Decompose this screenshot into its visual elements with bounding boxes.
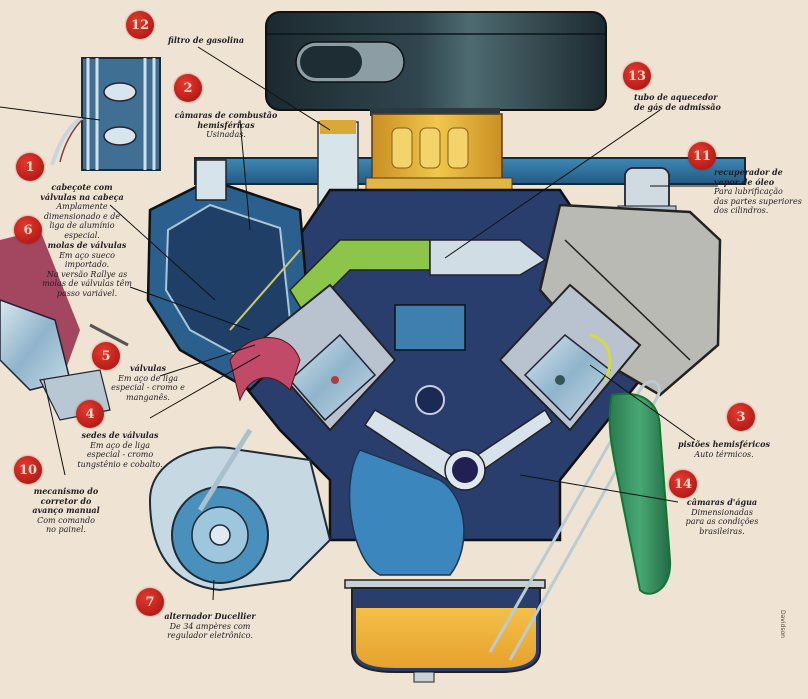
- label-description: dos cilindros.: [714, 206, 769, 215]
- label-description: Amplamente: [56, 202, 108, 211]
- crankshaft: [348, 408, 553, 576]
- label-title: alternador Ducellier: [164, 611, 256, 621]
- cylinder-right: [498, 283, 642, 432]
- callout-badge-10: 10: [14, 456, 42, 484]
- air-filter: [265, 11, 607, 116]
- callout-badge-7: 7: [136, 588, 164, 616]
- label-description: para as condições: [685, 517, 759, 526]
- callout-badge-5: 5: [92, 342, 120, 370]
- callout-badge-3: 3: [727, 403, 755, 431]
- label-title: pistões hemisféricos: [678, 439, 770, 449]
- callout-badge-2: 2: [174, 74, 202, 102]
- label-title: câmaras d'água: [686, 497, 758, 507]
- label-title: molas de válvulas: [47, 240, 127, 250]
- label-11-oil-vapor-recuperator: recuperador de vapor de óleo Para lubrif…: [714, 167, 808, 216]
- label-description: Usinadas.: [206, 130, 246, 139]
- label-description: passo variável.: [56, 288, 118, 298]
- label-description: liga de alumínio: [49, 221, 115, 230]
- label-description: especial - cromo e: [111, 383, 185, 392]
- label-description: brasileiras.: [699, 526, 745, 536]
- distributor: [0, 230, 129, 421]
- label-description: Na versão Rallye as: [46, 269, 128, 279]
- label-title: recuperador de: [714, 167, 783, 177]
- label-description: De 34 ampères com: [169, 621, 251, 631]
- label-description: regulador eletrônico.: [167, 631, 253, 640]
- label-title: mecanismo do: [33, 486, 99, 496]
- label-description: especial.: [64, 230, 100, 240]
- label-description: Para lubrificação: [714, 187, 783, 196]
- label-title: válvulas na cabeça: [40, 191, 124, 202]
- callout-badge-13: 13: [623, 62, 651, 90]
- label-description: tungstênio e cobalto.: [77, 459, 163, 469]
- label-5-valves: válvulas Em aço de liga especial - cromo…: [108, 363, 188, 402]
- label-4-valve-seats: sedes de válvulas Em aço de liga especia…: [70, 430, 170, 469]
- label-description: Em aço de liga: [118, 373, 178, 383]
- label-10-advance-mechanism: mecanismo do corretor do avanço manual C…: [28, 486, 104, 535]
- label-description: dimensionado e de: [43, 211, 121, 221]
- label-1-cylinder-head: cabeçote com válvulas na cabeça Amplamen…: [30, 182, 134, 240]
- cylinder-left: [229, 283, 397, 432]
- label-title: válvulas: [129, 363, 167, 373]
- label-description: Dimensionadas: [691, 507, 753, 517]
- callout-badge-6: 6: [14, 216, 42, 244]
- leader-lines: [43, 46, 718, 601]
- label-description: Auto térmicos.: [694, 449, 754, 459]
- dipstick: [488, 380, 661, 661]
- callout-badge-1: 1: [16, 153, 44, 181]
- ignition-module: [0, 57, 161, 171]
- label-title: avanço manual: [32, 505, 100, 515]
- label-title: de gás de admissão: [634, 101, 721, 112]
- oil-pan: [344, 579, 546, 683]
- label-description: Em aço de liga: [90, 440, 150, 450]
- label-13-intake-heater-tube: tubo de aquecedor de gás de admissão: [634, 92, 721, 112]
- label-description: no painel.: [46, 525, 86, 534]
- label-description: Em aço sueco importado.: [59, 250, 115, 270]
- callout-badge-12: 12: [126, 11, 154, 39]
- label-description: especial - cromo: [86, 450, 154, 459]
- alternator: [148, 428, 332, 592]
- callout-badge-4: 4: [76, 400, 104, 428]
- label-14-water-jackets: câmaras d'água Dimensionadas para as con…: [676, 497, 768, 536]
- label-title: câmaras de combustão: [174, 110, 278, 120]
- label-3-pistons: pistões hemisféricos Auto térmicos.: [668, 439, 780, 459]
- callout-badge-14: 14: [669, 470, 697, 498]
- label-12-fuel-filter: filtro de gasolina: [168, 35, 245, 46]
- right-valve-cover: [538, 203, 722, 397]
- label-title: filtro de gasolina: [168, 35, 245, 45]
- label-6-valve-springs: molas de válvulas Em aço sueco importado…: [36, 240, 138, 298]
- coolant-hose: [608, 392, 672, 595]
- callout-badge-11: 11: [688, 142, 716, 170]
- label-title: tubo de aquecedor: [634, 92, 718, 102]
- label-title: corretor do: [40, 495, 92, 506]
- label-title: vapor de óleo: [714, 176, 775, 187]
- label-description: Com comando: [37, 515, 95, 525]
- label-description: molas de válvulas têm: [42, 279, 132, 288]
- label-description: manganês.: [126, 392, 170, 402]
- label-description: das partes superiores: [714, 196, 802, 206]
- label-title: sedes de válvulas: [81, 430, 159, 440]
- label-title: hemisféricas: [197, 119, 255, 130]
- label-2-combustion-chambers: câmaras de combustão hemisféricas Usinad…: [172, 110, 280, 140]
- label-7-alternator: alternador Ducellier De 34 ampères com r…: [160, 611, 260, 641]
- label-title: cabeçote com: [51, 182, 113, 192]
- artist-signature: Davidson: [779, 610, 786, 638]
